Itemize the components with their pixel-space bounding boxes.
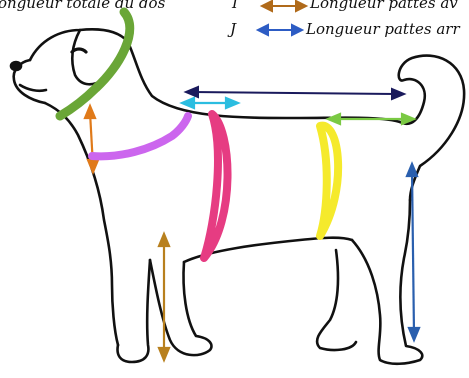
back-length-arrow — [183, 85, 407, 101]
legend-rear-legs-text: Longueur pattes arr — [306, 20, 460, 38]
dog-hind-far-leg-outline — [315, 248, 358, 352]
legend-rear-legs-letter: J — [230, 20, 237, 38]
dog-mouth — [18, 83, 48, 93]
legend-front-legs-arrow — [259, 0, 309, 13]
dog-snout-outline — [12, 58, 47, 105]
waist-girth-band — [316, 121, 343, 240]
dog-outline — [9, 28, 466, 366]
legend-front-legs-letter: I — [232, 0, 238, 12]
front-leg-length-arrow — [157, 231, 171, 363]
waist-width-arrow — [325, 112, 417, 126]
chest-girth-band — [200, 110, 232, 262]
dog-eye — [70, 47, 88, 54]
dog-tail-outline — [397, 54, 466, 202]
neck-collar-band — [55, 7, 135, 121]
dog-back-outline — [126, 40, 402, 124]
legend-rear-legs-arrow — [255, 23, 305, 37]
legend-front-legs-text: Longueur pattes av — [310, 0, 458, 12]
neck-to-chest-arrow — [83, 103, 100, 175]
rear-leg-length-arrow — [405, 161, 421, 343]
chest-strap-band — [88, 112, 192, 161]
legend-back-length-text: ongueur totale du dos — [0, 0, 166, 12]
dog-ear-outline — [70, 28, 104, 86]
dog-hind-near-leg-outline — [350, 198, 424, 366]
shoulder-width-arrow — [179, 96, 241, 110]
dog-nose — [9, 60, 23, 72]
dog-chest-front-outline — [43, 101, 120, 347]
dog-front-far-leg-outline — [116, 258, 152, 364]
dog-front-near-leg-outline — [148, 258, 213, 357]
